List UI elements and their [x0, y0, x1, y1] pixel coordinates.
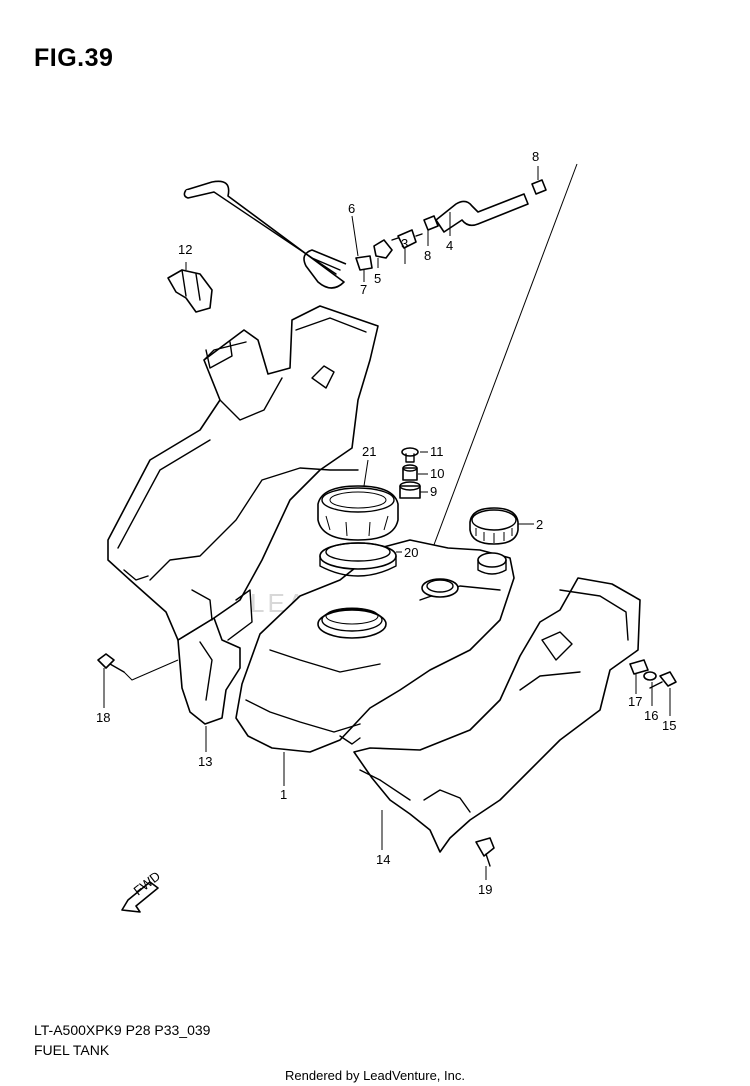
- callout-3: 3: [401, 236, 408, 251]
- render-credit: Rendered by LeadVenture, Inc.: [285, 1068, 465, 1083]
- callouts: 1 2 3 4 5 6 7 8 8 9 10 11 12 13 14 15 16…: [96, 149, 676, 897]
- left-splash-guard[interactable]: [177, 617, 241, 725]
- callout-21: 21: [362, 444, 376, 459]
- grommet-9[interactable]: [399, 481, 421, 499]
- callout-16: 16: [644, 708, 658, 723]
- callout-8-lower: 8: [424, 248, 431, 263]
- fuel-cap[interactable]: [469, 507, 519, 545]
- callout-6: 6: [348, 201, 355, 216]
- callout-15: 15: [662, 718, 676, 733]
- clip-7[interactable]: [355, 255, 373, 271]
- callout-18: 18: [96, 710, 110, 725]
- fitting-3[interactable]: [391, 229, 423, 249]
- fuel-tank-side-cover[interactable]: [353, 577, 641, 853]
- callout-14: 14: [376, 852, 390, 867]
- callout-17: 17: [628, 694, 642, 709]
- callout-9: 9: [430, 484, 437, 499]
- vent-hose-4[interactable]: [435, 193, 529, 233]
- spacer-10[interactable]: [402, 464, 418, 481]
- washer-16[interactable]: [643, 671, 657, 681]
- vent-hose-6[interactable]: [183, 180, 347, 289]
- callout-13: 13: [198, 754, 212, 769]
- callout-20: 20: [404, 545, 418, 560]
- figure-name: FUEL TANK: [34, 1042, 110, 1058]
- callout-11: 11: [430, 444, 444, 459]
- callout-4: 4: [446, 238, 453, 253]
- callout-12: 12: [178, 242, 192, 257]
- rivet-19[interactable]: [475, 837, 495, 867]
- valve-5[interactable]: [373, 239, 393, 259]
- callout-7: 7: [360, 282, 367, 297]
- fuel-pump-lock-ring[interactable]: [317, 485, 399, 541]
- callout-2: 2: [536, 517, 543, 532]
- clamp-12[interactable]: [167, 269, 213, 313]
- fuel-tank-cover[interactable]: [107, 305, 379, 641]
- hose-routing-line: [419, 163, 578, 583]
- figure-title: FIG.39: [34, 44, 114, 72]
- bolt-18[interactable]: [97, 653, 125, 673]
- fuel-tank[interactable]: [235, 539, 515, 753]
- callout-5: 5: [374, 271, 381, 286]
- screw-11[interactable]: [401, 447, 419, 463]
- fuel-pump-gasket[interactable]: [319, 542, 397, 577]
- callout-10: 10: [430, 466, 444, 481]
- callout-8-upper: 8: [532, 149, 539, 164]
- callout-1: 1: [280, 787, 287, 802]
- fwd-arrow: FWD: [121, 868, 163, 913]
- collar-17[interactable]: [629, 659, 649, 675]
- leader-lines: [103, 166, 671, 880]
- clip-8-lower[interactable]: [423, 215, 439, 231]
- clip-8-upper[interactable]: [531, 179, 547, 195]
- model-code: LT-A500XPK9 P28 P33_039: [34, 1022, 211, 1038]
- callout-19: 19: [478, 882, 492, 897]
- bolt-15[interactable]: [649, 671, 677, 689]
